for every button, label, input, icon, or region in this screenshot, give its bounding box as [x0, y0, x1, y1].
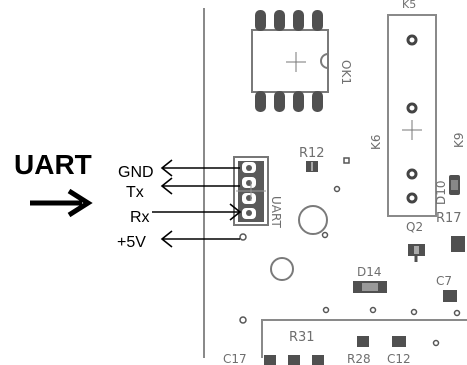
k6-pad-2 — [406, 102, 418, 114]
round-pad — [270, 257, 294, 281]
k6-pad-1 — [406, 34, 418, 46]
via — [333, 185, 341, 193]
label-r28: R28 — [347, 352, 371, 365]
label-q2: Q2 — [406, 220, 423, 234]
relay-k6-outline — [387, 14, 437, 217]
c12-pad — [392, 336, 406, 347]
mounting-hole — [298, 205, 328, 235]
label-c12: C12 — [387, 352, 411, 365]
via — [369, 306, 377, 314]
pin-label-5v: +5V — [117, 234, 146, 251]
label-ok1: OK1 — [339, 60, 353, 85]
k6-pad-4 — [406, 192, 418, 204]
via — [321, 231, 329, 239]
arrow-5v — [160, 230, 240, 248]
uart-connector — [233, 156, 269, 226]
pin-label-gnd: GND — [118, 164, 154, 181]
label-r12: R12 — [299, 146, 325, 161]
pin-label-tx: Tx — [126, 184, 144, 201]
k6-pad-3 — [406, 168, 418, 180]
pin-label-rx: Rx — [130, 209, 150, 226]
label-uart-connector: UART — [269, 196, 283, 228]
label-d10: D10 — [434, 180, 448, 205]
label-k9: K9 — [452, 132, 466, 148]
arrow-rx — [152, 203, 242, 221]
r28-pad — [357, 336, 369, 347]
arrow-tx — [160, 177, 240, 195]
label-k6: K6 — [369, 134, 383, 150]
via — [343, 157, 350, 164]
label-r17: R17 — [436, 211, 462, 226]
r17-body — [451, 236, 465, 252]
via — [432, 339, 440, 347]
uart-arrow — [30, 188, 93, 218]
label-d14: D14 — [357, 265, 382, 279]
label-c17: C17 — [223, 352, 247, 365]
label-r31: R31 — [289, 330, 315, 345]
arrow-gnd — [160, 159, 240, 177]
board-sub-outline — [261, 319, 467, 358]
label-k5: K5 — [402, 0, 416, 11]
ic-ok1 — [251, 10, 329, 112]
c7-body — [443, 290, 457, 302]
via — [239, 316, 247, 324]
via — [322, 306, 330, 314]
via — [453, 309, 461, 317]
uart-title: UART — [14, 149, 92, 180]
via — [239, 233, 247, 241]
label-c7: C7 — [436, 274, 452, 288]
via — [410, 308, 418, 316]
